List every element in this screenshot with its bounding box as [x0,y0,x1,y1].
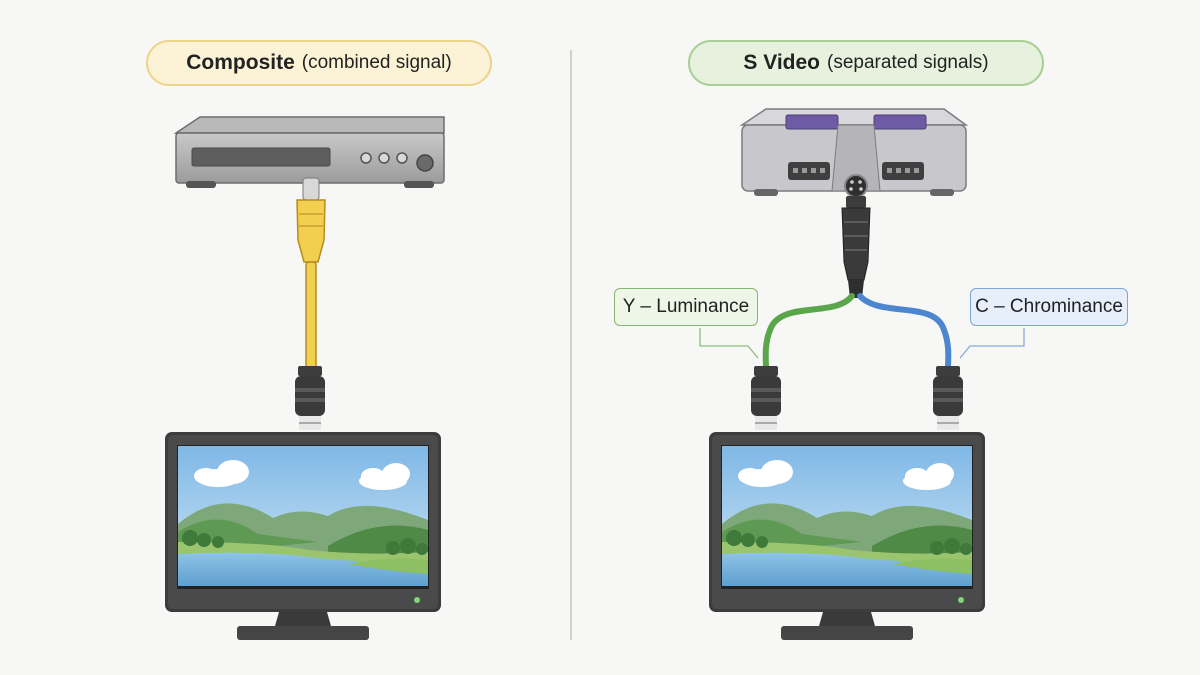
s-video-title-paren: (separated signals) [827,52,989,73]
right-tv-monitor-icon [709,432,985,640]
luminance-label: Y – Luminance [614,288,758,326]
composite-cable [295,177,326,430]
composite-title-bold: Composite [186,51,295,74]
chrominance-wire [857,293,963,430]
composite-title: Composite (combined signal) [146,40,492,86]
s-video-title: S Video (separated signals) [688,40,1044,86]
s-video-title-bold: S Video [743,51,821,74]
game-console-icon [739,108,969,198]
s-video-cable [841,196,871,298]
composite-title-paren: (combined signal) [301,52,452,73]
left-tv-monitor-icon [165,432,441,640]
luminance-leader-line [699,328,759,359]
dvd-player-icon [173,116,445,188]
luminance-wire [751,293,855,430]
chrominance-leader-line [959,328,1025,359]
chrominance-label: C – Chrominance [970,288,1128,326]
